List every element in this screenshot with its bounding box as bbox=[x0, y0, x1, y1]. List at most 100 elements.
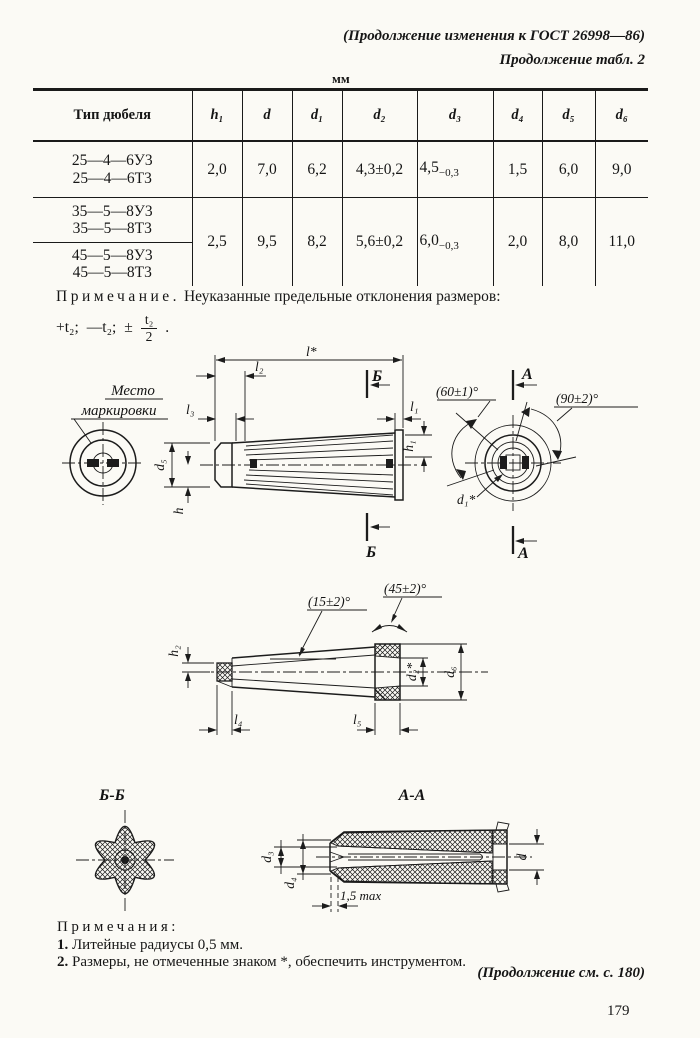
cell-value: 1,5 bbox=[492, 141, 542, 198]
formula-term2: —t₂; bbox=[86, 319, 117, 336]
dim-d6: d₆ bbox=[442, 666, 457, 678]
dim-l3: l₃ bbox=[186, 402, 195, 417]
section-mark-a-bottom: А bbox=[517, 545, 529, 562]
cell-value: 2,0 bbox=[492, 197, 542, 286]
dim-l-star: l* bbox=[306, 344, 317, 359]
note-item-text: Размеры, не отмеченные знаком *, обеспеч… bbox=[72, 954, 467, 970]
dowel-type: 35—5—8У3 bbox=[71, 202, 153, 220]
dim-d5: d₅ bbox=[152, 459, 167, 471]
col-header-d4: d₄ bbox=[492, 89, 542, 142]
cell-value: 6,2 bbox=[291, 141, 342, 198]
table-row-group2: 35—5—8У3 35—5—8Т3 45—5—8У3 45—5—8Т3 2,5 … bbox=[33, 197, 648, 287]
tolerance-sub: −0,3 bbox=[438, 167, 459, 180]
dim-l2: l₂ bbox=[255, 359, 264, 374]
angle-15-label: (15±2)° bbox=[308, 594, 351, 609]
col-header-d: d bbox=[241, 89, 292, 142]
col-header-h1: h₁ bbox=[191, 89, 242, 142]
section-bb: Б-Б bbox=[76, 787, 174, 912]
section-dimensions: (15±2)° (45±2)° l₄ bbox=[166, 581, 467, 735]
formula-period: . bbox=[165, 319, 170, 336]
drawing-main-view: Место маркировки bbox=[62, 344, 638, 562]
dowel-side-view bbox=[200, 429, 418, 501]
drawing-section-view: (15±2)° (45±2)° l₄ bbox=[166, 581, 488, 735]
cell-value: 9,0 bbox=[594, 141, 648, 198]
front-view-left bbox=[62, 422, 144, 505]
dim-d4: d₄ bbox=[282, 877, 297, 889]
tolerance-main: 4,5 bbox=[419, 159, 439, 177]
cell-types-group1: 25—4—6У3 25—4—6Т3 bbox=[33, 141, 192, 198]
marking-label-line1: Место bbox=[110, 383, 155, 399]
dowel-type: 45—5—8У3 bbox=[71, 246, 153, 264]
type-group-divider bbox=[33, 241, 192, 243]
dim-l5: l₅ bbox=[353, 712, 362, 727]
note-item-number: 1. bbox=[57, 936, 69, 953]
cell-value: 5,6±0,2 bbox=[341, 197, 417, 286]
fraction-numerator: t₂ bbox=[140, 312, 158, 329]
dowel-type: 25—4—6Т3 bbox=[72, 169, 152, 187]
note-text: Неуказанные предельные отклонения размер… bbox=[183, 288, 501, 305]
cell-value: 8,2 bbox=[291, 197, 342, 286]
dowel-type: 45—5—8Т3 bbox=[72, 264, 152, 281]
page-number: 179 bbox=[607, 1003, 630, 1019]
formula-term1: +t₂; bbox=[56, 319, 79, 336]
table-note: Примечание. Неуказанные предельные откло… bbox=[56, 288, 501, 306]
note-item-text: Литейные радиусы 0,5 мм. bbox=[72, 936, 243, 953]
section-mark-b-bottom: Б bbox=[365, 544, 376, 561]
units-label: мм bbox=[332, 71, 350, 86]
cell-types-group2: 35—5—8У3 35—5—8Т3 45—5—8У3 45—5—8Т3 bbox=[33, 198, 192, 287]
section-aa-label: А-А bbox=[398, 787, 426, 804]
cell-value: 11,0 bbox=[594, 197, 648, 286]
dim-d2: d₂* bbox=[404, 663, 419, 681]
marking-label: Место маркировки bbox=[71, 383, 168, 444]
front-view-right: (60±1)° (90±2)° d₁* А А bbox=[436, 366, 638, 562]
table-header-row: Тип дюбеля h₁ d d₁ d₂ d₃ d₄ d₅ d₆ bbox=[33, 89, 648, 142]
notes-title: Примечания: bbox=[57, 919, 179, 935]
marking-label-line2: маркировки bbox=[80, 403, 156, 419]
angle-90-label: (90±2)° bbox=[556, 391, 599, 406]
side-view-dimensions: l* l₂ l₃ l₁ h₁ bbox=[152, 344, 432, 561]
cell-value: 6,0 bbox=[541, 141, 595, 198]
drawing-cross-sections: Б-Б А-А bbox=[76, 787, 544, 912]
cell-value: 4,3±0,2 bbox=[341, 141, 417, 198]
fraction-denominator: 2 bbox=[145, 329, 153, 344]
dim-h2: h₂ bbox=[166, 645, 181, 657]
tolerance-sub: −0,3 bbox=[438, 240, 459, 253]
dim-l4: l₄ bbox=[234, 712, 243, 727]
col-header-d6: d₆ bbox=[594, 89, 648, 142]
col-header-d5: d₅ bbox=[541, 89, 595, 142]
note-item-number: 2. bbox=[57, 954, 69, 970]
tolerance-main: 6,0 bbox=[419, 231, 439, 249]
angle-60-label: (60±1)° bbox=[436, 384, 479, 399]
dim-l1: l₁ bbox=[410, 399, 418, 414]
col-header-type: Тип дюбеля bbox=[33, 89, 192, 142]
section-mark-b-top: Б bbox=[371, 368, 382, 385]
cell-value: 2,5 bbox=[191, 197, 242, 286]
section-bb-label: Б-Б bbox=[98, 787, 125, 804]
continuation-reference: (Продолжение см. с. 180) bbox=[477, 965, 645, 981]
dim-d3: d₃ bbox=[259, 851, 274, 863]
angle-45-label: (45±2)° bbox=[384, 581, 427, 596]
cell-value-tolerance: 4,5−0,3 bbox=[416, 141, 493, 198]
dimension-table-wrap: Тип дюбеля h₁ d d₁ d₂ d₃ d₄ d₅ d₆ 25—4—6… bbox=[33, 88, 648, 286]
formula-plusminus: ± bbox=[124, 319, 133, 336]
table-row-group1: 25—4—6У3 25—4—6Т3 2,0 7,0 6,2 4,3±0,2 4,… bbox=[33, 141, 648, 198]
col-header-d1: d₁ bbox=[291, 89, 342, 142]
bottom-notes: Примечания: 1. Литейные радиусы 0,5 мм. … bbox=[57, 919, 637, 972]
cell-value: 8,0 bbox=[541, 197, 595, 286]
section-aa: А-А d₃ bbox=[259, 787, 544, 912]
cell-value: 2,0 bbox=[191, 141, 242, 198]
dowel-type: 25—4—6У3 bbox=[71, 152, 153, 169]
cell-value: 7,0 bbox=[241, 141, 292, 198]
section-mark-a-top: А bbox=[521, 366, 533, 383]
note-item-2: 2. Размеры, не отмеченные знаком *, обес… bbox=[57, 954, 637, 972]
section-body bbox=[195, 643, 488, 701]
dim-d: d bbox=[514, 853, 529, 860]
header-continuation-line: (Продолжение изменения к ГОСТ 26998—86) bbox=[343, 28, 645, 44]
note-label: Примечание. bbox=[56, 288, 181, 305]
dim-15max: 1,5 max bbox=[340, 888, 381, 903]
dim-h: h bbox=[171, 507, 186, 514]
dim-d1-label: d₁* bbox=[457, 492, 475, 507]
